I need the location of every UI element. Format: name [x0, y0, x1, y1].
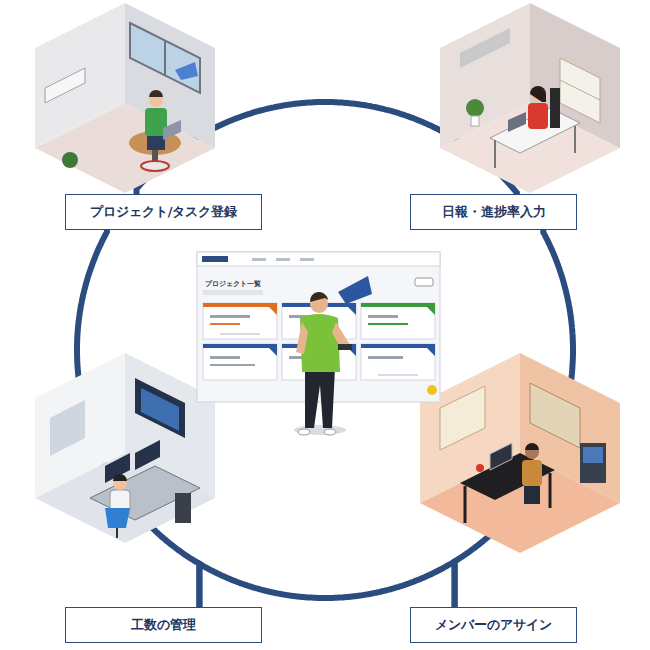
step-label: 工数の管理	[131, 616, 196, 634]
office-room	[35, 353, 215, 543]
step-box: プロジェクト/タスク登録	[65, 194, 262, 230]
office-room	[440, 3, 620, 193]
cycle-arc	[199, 562, 454, 608]
step-box: 日報・進捗率入力	[410, 194, 577, 230]
office-room	[420, 353, 620, 553]
step-label: 日報・進捗率入力	[442, 203, 546, 221]
step-label: メンバーのアサイン	[435, 616, 552, 634]
step-label: プロジェクト/タスク登録	[90, 203, 238, 221]
step-box: メンバーのアサイン	[410, 607, 577, 643]
screen-title: プロジェクト一覧	[204, 279, 262, 289]
step-box: 工数の管理	[65, 607, 262, 643]
office-room	[35, 3, 215, 193]
presenter-figure	[294, 276, 372, 435]
